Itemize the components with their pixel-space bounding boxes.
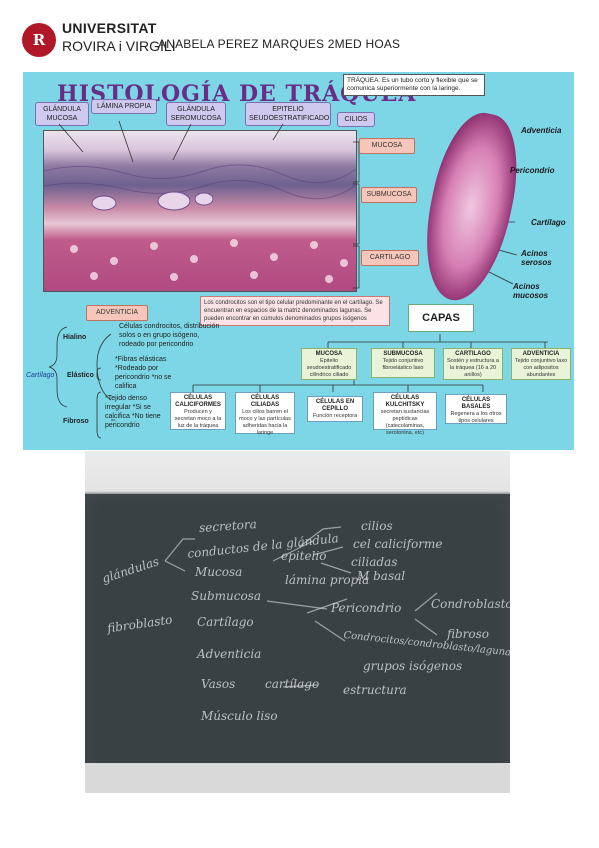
trachea-definition: TRÁQUEA: Es un tubo corto y flexible que… [343,74,485,96]
layer-tag-cartilago: CARTILAGO [361,250,419,266]
cartilage-hialino-label: Hialino [63,334,87,341]
trachea-label-acinos-mucosos: Acinos mucosos [513,282,549,300]
logo-mark-letter: R [32,31,46,49]
label-lamina-propia: LÁMINA PROPIA [91,99,157,114]
cell-name: CÉLULAS KULCHITSKY [385,395,425,408]
trachea-label-pericondrio: Pericondrio [510,166,555,175]
trachea-label-cartilago: Cartílago [531,218,566,227]
chalk-submucosa: Submucosa [191,589,261,603]
chalk-condroblastos: Condroblastos [431,597,510,611]
layer-name: MUCOSA [315,351,343,357]
chalk-cilios: cilios [361,519,393,533]
layer-name: CARTILAGO [455,351,491,357]
chalkboard-surface [85,494,510,783]
chalk-grupos-isogenos: grupos isógenos [363,659,463,673]
cartilage-hialino-desc: Células condrocitos, distribución solos … [119,323,220,348]
chalk-vasos: Vasos [201,677,236,691]
layer-name: SUBMUCOSA [383,351,423,357]
cartilage-elastico-desc: *Fibras elásticas *Rodeado por pericondr… [115,356,172,390]
chalk-cartilago-2: cartílago [265,677,320,691]
chalk-m-basal: M basal [357,569,406,583]
university-logo-icon: R [22,23,56,57]
chalk-epitelio: epitelio [281,549,327,563]
cartilage-fibroso-desc: *Tejido denso irregular *Si se calcifica… [105,395,161,429]
cartilage-fibroso-label: Fibroso [63,418,89,425]
layer-tag-submucosa: SUBMUCOSA [361,187,417,203]
chalk-adventicia: Adventicia [197,647,262,661]
university-name-line2: ROVIRA i VIRGILI [62,38,176,54]
chalk-ciliadas: ciliadas [351,555,398,569]
capas-title: CAPAS [408,304,474,332]
layer-desc: Epitelio seudoestratificado cilíndrico c… [306,358,352,378]
layer-desc: Sostén y estructura a la tráquea (16 a 2… [447,358,499,378]
cell-name: CÉLULAS BASALES [461,397,491,410]
label-epitelio: EPITELIO SEUDOESTRATIFICADO [245,102,331,126]
trachea-label-adventicia: Adventicia [521,126,562,135]
layer-desc: Tejido conjuntivo laxo con adipositos ab… [514,358,568,378]
chalk-cartilago: Cartílago [197,615,254,629]
cell-desc: secretan sustancias peptídicas (catecola… [380,409,430,436]
tracheal-histology-poster: HISTOLOGÍA DE TRÁQUEA TRÁQUEA: Es un tub… [23,72,574,450]
cell-desc: Producen y secretan moco a la luz de la … [174,409,222,429]
chalk-estructura: estructura [343,683,407,697]
chalk-cel-caliciforme: cel caliciforme [353,537,443,551]
chalkboard-photo: glándulas secretora conductos de la glán… [85,451,510,793]
chalkboard-ledge [85,763,510,793]
author-name: ANABELA PEREZ MARQUES 2MED HOAS [158,37,401,51]
label-glandula-mucosa: GLÁNDULA MUCOSA [35,102,89,126]
cell-desc: Función receptora [312,413,358,419]
chalk-pericondrio: Pericondrio [331,601,402,615]
cell-name: CÉLULAS CILIADAS [250,395,280,408]
label-cilios: CILIOS [337,112,375,127]
trachea-label-acinos-serosos: Acinos serosos [521,249,552,267]
label-adventicia: ADVENTICIA [86,305,148,321]
layer-name: ADVENTICIA [522,351,560,357]
histology-micrograph [43,130,357,292]
university-name-line1: UNIVERSITAT [62,20,157,36]
cell-desc: Regenera a los otros tipos celulares [450,411,502,424]
chalk-musculo-liso: Músculo liso [201,709,278,723]
chalk-lamina-propia: lámina propia [285,573,370,587]
chalk-mucosa: Mucosa [195,565,243,579]
cell-name: CÉLULAS CALICIFORMES [175,395,221,408]
layer-desc: Tejido conjuntivo fibroelástico laxo [382,358,424,371]
cell-desc: Los cilios barren el moco y las partícul… [239,409,291,436]
chalk-fibroso: fibroso [447,627,490,641]
micrograph-texture [44,164,356,283]
cell-name: CÉLULAS EN CEPILLO [315,399,355,412]
cartilage-elastico-label: Elástico [67,372,94,379]
label-glandula-seromucosa: GLÁNDULA SEROMUCOSA [166,102,226,126]
cartilage-types-root: Cartílago [26,372,55,379]
condrocitos-note: Los condrocitos son el tipo celular pred… [200,296,390,326]
layer-tag-mucosa: MUCOSA [359,138,415,154]
chalk-connector-lines [164,526,438,688]
